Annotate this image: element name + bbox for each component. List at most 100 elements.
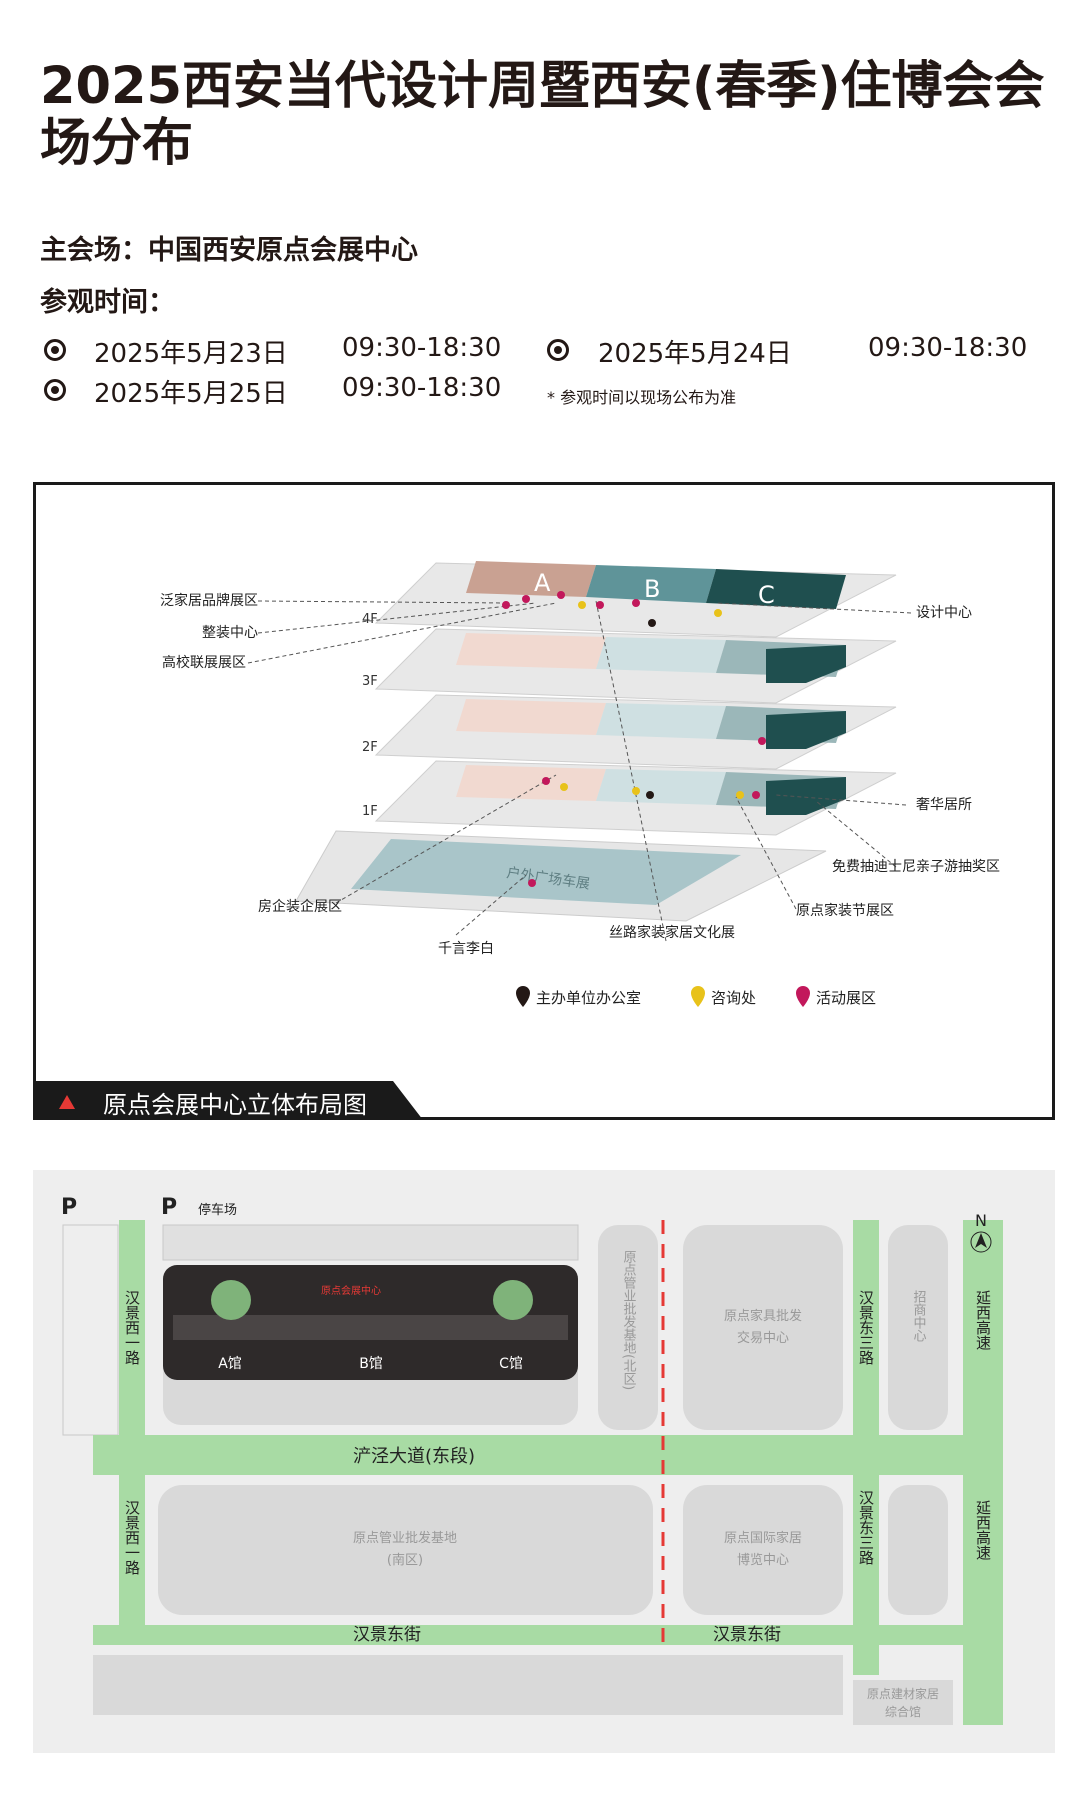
legend-office: 主办单位办公室 [536,989,641,1007]
activity-pin-icon [796,986,810,1007]
floor-label-1: 1F [362,804,378,819]
info-pin-icon [632,787,640,795]
block-intl-home-1: 原点国际家居 [724,1530,802,1546]
hall-b-label[interactable]: B馆 [359,1356,383,1372]
info-pin-icon [691,986,705,1007]
block-furniture-2: 交易中心 [737,1330,789,1346]
info-pin-icon [736,791,744,799]
parking-grid-west [62,1224,119,1436]
site-map: 原点会展中心 A馆 B馆 C馆 P P 停车场 N 浐泾大道(东段) 汉景东街 … [33,1170,1055,1753]
block-intl-home-2: 博览中心 [737,1552,789,1568]
floor-4 [374,561,897,638]
floor-3 [374,628,897,704]
info-pin-icon [714,609,722,617]
office-pin-icon [516,986,530,1007]
date-2: 2025年5月24日 [598,339,792,369]
time-2: 09:30-18:30 [868,333,1028,363]
parking-grid-north [162,1224,579,1261]
office-pin-icon [646,791,654,799]
legend-info: 咨询处 [711,989,756,1007]
callout-home-brand: 泛家居品牌展区 [160,592,258,609]
time-3: 09:30-18:30 [342,373,502,403]
layout-3d-panel: 户外广场车展 A [33,482,1055,1120]
activity-pin-icon [596,601,604,609]
parking-icon: P [61,1195,77,1220]
activity-pin-icon [752,791,760,799]
hours-label: 参观时间： [40,287,175,318]
layout-caption: 原点会展中心立体布局图 [33,1081,423,1120]
activity-pin-icon [632,599,640,607]
floor-label-3: 3F [362,674,378,689]
office-pins [646,619,656,799]
floor-1 [374,760,897,836]
road-east3-south: 汉景东三路 [857,1490,875,1565]
block-furniture-1: 原点家具批发 [724,1308,802,1324]
callout-design-center: 设计中心 [916,605,972,621]
caption-text: 原点会展中心立体布局图 [103,1091,367,1119]
block-north-base: 原点管业批发基地(北区) [621,1250,637,1390]
office-pin-icon [648,619,656,627]
block-materials-1: 原点建材家居 [867,1686,939,1701]
date-radio-1[interactable] [44,333,66,367]
radio-icon [44,379,66,401]
activity-pins [502,591,766,887]
floor-label-4: 4F [362,612,378,627]
parking-label: 停车场 [198,1202,237,1218]
activity-pin-icon [542,777,550,785]
layout-3d-drawing: 户外广场车展 A [160,561,1000,1007]
callout-silkroad: 丝路家装家居文化展 [609,924,735,941]
roads [93,1220,1003,1725]
radio-icon [547,339,569,361]
date-radio-3[interactable] [44,373,66,407]
info-pin-icon [578,601,586,609]
callout-whole-decor: 整装中心 [202,625,258,641]
callout-decor-fest: 原点家装节展区 [796,902,894,919]
floor-label-2: 2F [362,740,378,755]
hall-a-label[interactable]: A馆 [218,1356,242,1372]
radio-icon [44,339,66,361]
activity-pin-icon [522,595,530,603]
compass-icon [970,1231,992,1253]
hall-letter-c: C [758,581,775,609]
north-arrow-icon [975,1233,987,1248]
hours-note: * 参观时间以现场公布为准 [547,388,737,407]
page-title: 2025西安当代设计周暨西安(春季)住博会会场分布 [40,57,1045,173]
activity-pin-icon [528,879,536,887]
road-south-street-west: 汉景东街 [353,1625,421,1645]
activity-pin-icon [557,591,565,599]
date-radio-2[interactable] [547,333,569,367]
info-pins [560,601,744,799]
hall-c-label[interactable]: C馆 [499,1356,523,1372]
road-expressway-north: 延西高速 [974,1290,992,1351]
floor-2 [374,694,897,770]
activity-pin-icon [758,737,766,745]
hall-letter-b: B [644,575,660,603]
date-3: 2025年5月25日 [94,379,288,409]
main-venue: 主会场：中国西安原点会展中心 [40,235,418,266]
road-main: 浐泾大道(东段) [353,1446,475,1467]
callout-libai: 千言李白 [438,941,494,957]
date-1: 2025年5月23日 [94,339,288,369]
callout-luxury: 奢华居所 [916,797,972,813]
parking-icon: P [161,1195,177,1220]
expo-corridor [173,1315,568,1340]
site-map-drawing: 原点会展中心 A馆 B馆 C馆 P P 停车场 N 浐泾大道(东段) 汉景东街 … [61,1195,1003,1725]
callout-college: 高校联展展区 [162,654,246,671]
activity-pin-icon [502,601,510,609]
expo-name: 原点会展中心 [321,1284,381,1297]
triangle-icon [59,1095,75,1109]
legend-activity: 活动展区 [816,989,876,1007]
hall-letter-a: A [534,569,551,597]
north-label: N [975,1211,987,1230]
road-south-street-east: 汉景东街 [713,1625,781,1645]
block-south-base-1: 原点管业批发基地 [353,1530,457,1546]
road-east3-north: 汉景东三路 [857,1290,875,1365]
callout-realestate: 房企装企展区 [258,898,342,915]
time-1: 09:30-18:30 [342,333,502,363]
block-south-base-2: (南区) [387,1552,423,1568]
block-investment: 招商中心 [911,1290,927,1342]
block-materials-2: 综合馆 [885,1704,921,1719]
legend: 主办单位办公室 咨询处 活动展区 [516,986,876,1007]
plaza-area [351,839,741,905]
road-west-north: 汉景西一路 [123,1290,141,1365]
